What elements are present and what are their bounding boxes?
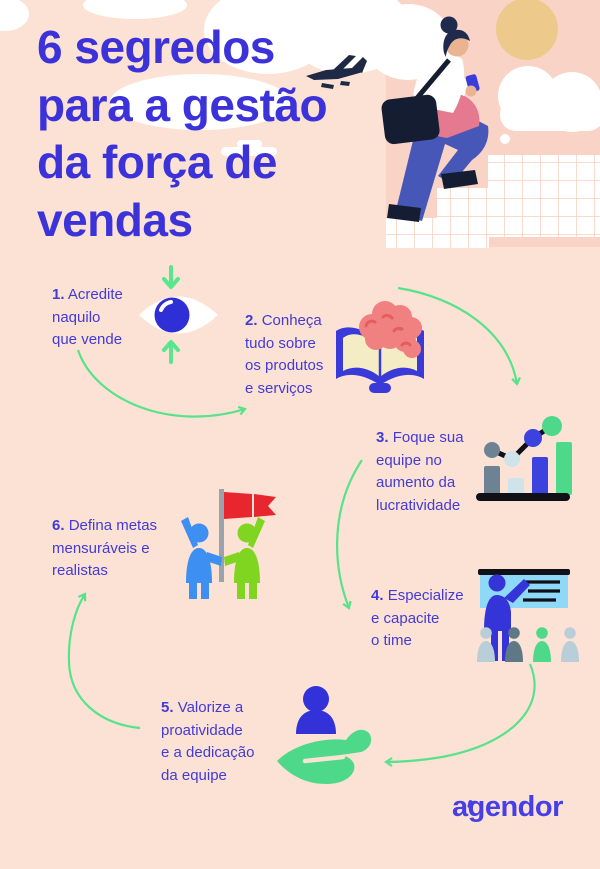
item-text: Valorize a [177, 699, 244, 716]
item-line: mensuráveis e [52, 539, 150, 557]
arrow-2-3 [397, 286, 521, 386]
poster-title: 6 segredos para a gestão da força de ven… [37, 19, 328, 249]
item-line: lucratividade [376, 496, 461, 514]
item-line: da equipe [161, 766, 227, 784]
title-line: vendas [37, 193, 193, 246]
eye-focus-arrows [162, 265, 180, 364]
item-number: 1. [52, 286, 65, 303]
item-number: 2. [245, 312, 258, 329]
arrow-3-4 [336, 459, 363, 610]
item-line: os produtos [245, 357, 324, 374]
agendor-logo: agendor [452, 791, 563, 824]
eye-icon [139, 296, 218, 334]
team-flag-icon [181, 489, 276, 599]
step-item-1: 1. Acredite naquilo que vende [52, 284, 123, 352]
item-number: 5. [161, 699, 174, 716]
item-text: Defina metas [68, 517, 158, 534]
item-line: realistas [52, 562, 108, 579]
item-text: Especialize [387, 587, 464, 604]
cloud-right [498, 66, 600, 144]
step-item-5: 5. Valorize a proatividade e a dedicação… [161, 697, 254, 787]
step-item-6: 6. Defina metas mensuráveis e realistas [52, 515, 157, 583]
arrow-1-2 [76, 349, 247, 418]
small-cloud [221, 140, 277, 156]
item-number: 4. [371, 587, 384, 604]
item-line: 1. Acredite [52, 284, 123, 307]
brain-book-icon [336, 301, 424, 393]
step-item-4: 4. Especialize e capacite o time [371, 585, 464, 653]
training-presentation-icon [477, 569, 579, 662]
item-text: Conheça [261, 312, 322, 329]
item-line: proatividade [161, 721, 243, 739]
item-text: Foque sua [392, 429, 464, 446]
person-climbing-stairs-illustration [381, 16, 489, 222]
item-line: equipe no [376, 451, 442, 469]
item-line: 4. Especialize [371, 585, 464, 608]
item-line: 3. Foque sua [376, 427, 464, 450]
item-line: e serviços [245, 379, 313, 397]
title-line: para a gestão [37, 78, 328, 131]
item-line: tudo sobre [245, 334, 316, 352]
airplane-icon [306, 55, 367, 89]
item-number: 6. [52, 517, 65, 534]
item-line: aumento da [376, 474, 456, 491]
item-line: e capacite [371, 609, 440, 627]
arrow-5-6 [67, 592, 141, 730]
item-line: 2. Conheça [245, 310, 323, 333]
stairs-illustration [386, 155, 600, 248]
arrow-4-5 [384, 663, 536, 767]
item-line: naquilo [52, 308, 101, 326]
hand-holding-person-icon [277, 686, 372, 784]
item-line: 6. Defina metas [52, 515, 157, 538]
item-number: 3. [376, 429, 389, 446]
item-line: 5. Valorize a [161, 697, 254, 720]
clouds [0, 0, 452, 130]
step-item-2: 2. Conheça tudo sobre os produtos e serv… [245, 310, 323, 400]
title-line: da força de [37, 136, 277, 188]
flow-arrows [67, 286, 536, 767]
item-line: e a dedicação [161, 744, 255, 761]
item-text: Acredite [67, 286, 123, 303]
step-item-3: 3. Foque sua equipe no aumento da lucrat… [376, 427, 464, 517]
growth-chart-icon [476, 416, 572, 501]
item-line: o time [371, 632, 412, 649]
item-line: que vende [52, 331, 123, 348]
title-line: 6 segredos [37, 21, 275, 73]
sun-icon [496, 0, 558, 60]
